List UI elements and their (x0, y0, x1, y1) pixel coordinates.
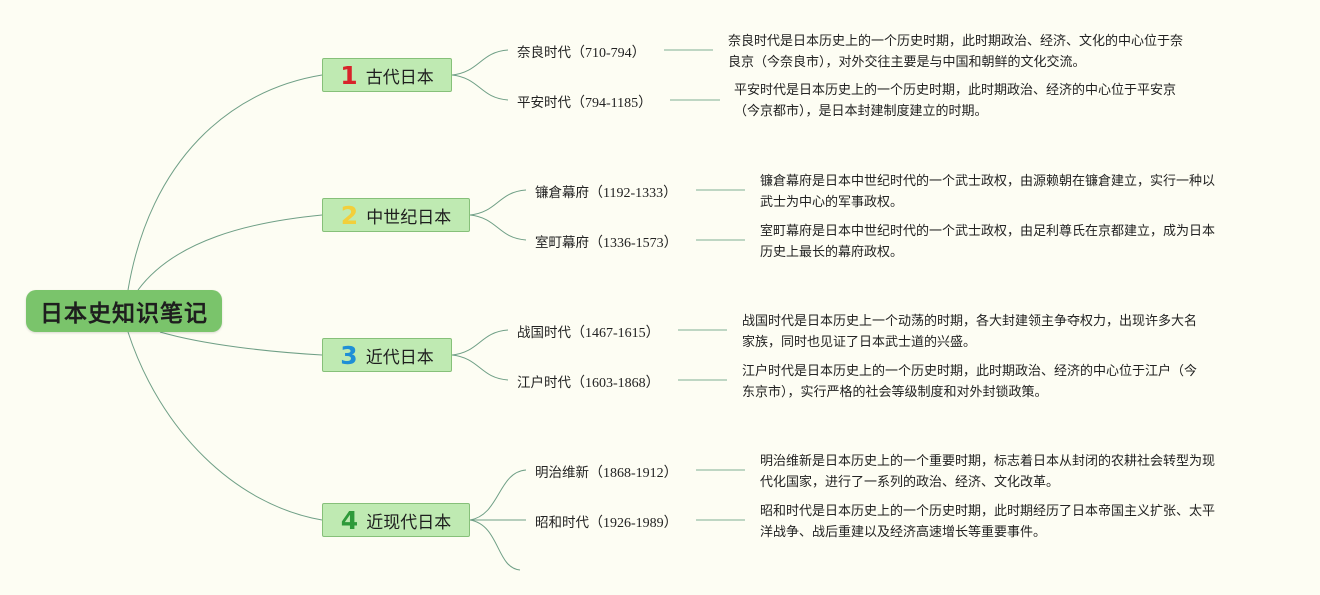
period-node-edo[interactable]: 江户时代（1603-1868） (517, 371, 660, 392)
root-link-1 (127, 74, 323, 291)
number-badge: 2 (340, 200, 359, 230)
period-node-heian[interactable]: 平安时代（794-1185） (517, 91, 652, 112)
desc-line: 历史上最长的幕府政权。 (760, 245, 904, 260)
branch-node-early-modern[interactable]: 3 近代日本 (322, 338, 452, 372)
period-description: 平安时代是日本历史上的一个历史时期，此时期政治、经济的中心位于平安京 （今京都市… (734, 80, 1176, 122)
branch3-link-a (451, 329, 509, 356)
branch-node-medieval[interactable]: 2 中世纪日本 (322, 198, 470, 232)
desc-line: 武士为中心的军事政权。 (760, 195, 904, 210)
desc-line: 洋战争、战后重建以及经济高速增长等重要事件。 (760, 525, 1047, 540)
number-badge: 4 (340, 505, 359, 535)
period-years: （794-1185） (571, 96, 653, 111)
branch-label: 中世纪日本 (366, 207, 452, 228)
branch-label: 近代日本 (365, 347, 434, 368)
root-title: 日本史知识笔记 (40, 301, 208, 327)
branch4-link-c (469, 519, 521, 571)
period-description: 明治维新是日本历史上的一个重要时期，标志着日本从封闭的农耕社会转型为现 代化国家… (760, 451, 1215, 493)
root-link-2 (137, 214, 323, 291)
period-name: 平安时代 (517, 95, 571, 111)
branch-label: 古代日本 (365, 67, 434, 88)
period-node-showa[interactable]: 昭和时代（1926-1989） (535, 511, 678, 532)
period-description: 昭和时代是日本历史上的一个历史时期，此时期经历了日本帝国主义扩张、太平 洋战争、… (760, 501, 1215, 543)
branch-label: 近现代日本 (366, 512, 452, 533)
branch-node-ancient[interactable]: 1 古代日本 (322, 58, 452, 92)
period-name: 战国时代 (517, 325, 571, 341)
branch4-link-a (469, 469, 527, 521)
period-years: （710-794） (571, 46, 646, 61)
desc-line: 良京（今奈良市），对外交往主要是与中国和朝鲜的文化交流。 (728, 55, 1086, 70)
desc-line: 奈良时代是日本历史上的一个历史时期，此时期政治、经济、文化的中心位于奈 (728, 34, 1184, 49)
period-description: 镰倉幕府是日本中世纪时代的一个武士政权，由源赖朝在镰倉建立，实行一种以 武士为中… (760, 171, 1215, 213)
root-link-3 (159, 331, 323, 356)
branch2-link-a (469, 189, 527, 216)
period-description: 江户时代是日本历史上的一个历史时期，此时期政治、经济的中心位于江户（今 东京市）… (742, 361, 1197, 403)
period-name: 明治维新 (535, 465, 589, 481)
branch3-link-b (451, 354, 509, 381)
period-node-meiji[interactable]: 明治维新（1868-1912） (535, 461, 678, 482)
period-name: 镰倉幕府 (535, 185, 589, 201)
period-years: （1603-1868） (571, 376, 660, 391)
period-name: 昭和时代 (535, 515, 589, 531)
branch-node-modern[interactable]: 4 近现代日本 (322, 503, 470, 537)
period-years: （1868-1912） (589, 466, 678, 481)
period-description: 战国时代是日本历史上一个动荡的时期，各大封建领主争夺权力，出现许多大名 家族，同… (742, 311, 1197, 353)
desc-line: 东京市），实行严格的社会等级制度和对外封锁政策。 (742, 385, 1048, 400)
period-name: 奈良时代 (517, 45, 571, 61)
period-name: 江户时代 (517, 375, 571, 391)
period-name: 室町幕府 (535, 235, 589, 251)
desc-line: 昭和时代是日本历史上的一个历史时期，此时期经历了日本帝国主义扩张、太平 (760, 504, 1216, 519)
branch2-link-b (469, 214, 527, 241)
branch1-link-b (451, 74, 509, 101)
period-node-kamakura[interactable]: 镰倉幕府（1192-1333） (535, 181, 677, 202)
period-node-nara[interactable]: 奈良时代（710-794） (517, 41, 646, 62)
period-description: 室町幕府是日本中世纪时代的一个武士政权，由足利尊氏在京都建立，成为日本 历史上最… (760, 221, 1215, 263)
desc-line: 江户时代是日本历史上的一个历史时期，此时期政治、经济的中心位于江户（今 (742, 364, 1198, 379)
root-link-4 (127, 331, 323, 521)
desc-line: 明治维新是日本历史上的一个重要时期，标志着日本从封闭的农耕社会转型为现 (760, 454, 1216, 469)
desc-line: （今京都市），是日本封建制度建立的时期。 (734, 104, 988, 119)
desc-line: 代化国家，进行了一系列的政治、经济、文化改革。 (760, 475, 1060, 490)
period-description: 奈良时代是日本历史上的一个历史时期，此时期政治、经济、文化的中心位于奈 良京（今… (728, 31, 1183, 73)
period-node-sengoku[interactable]: 战国时代（1467-1615） (517, 321, 660, 342)
number-badge: 3 (340, 340, 358, 370)
root-node[interactable]: 日本史知识笔记 (26, 290, 222, 332)
period-years: （1192-1333） (589, 186, 678, 201)
desc-line: 家族，同时也见证了日本武士道的兴盛。 (742, 335, 977, 350)
number-badge: 1 (340, 60, 358, 90)
desc-line: 战国时代是日本历史上一个动荡的时期，各大封建领主争夺权力，出现许多大名 (742, 314, 1198, 329)
desc-line: 镰倉幕府是日本中世纪时代的一个武士政权，由源赖朝在镰倉建立，实行一种以 (760, 174, 1216, 189)
period-node-muromachi[interactable]: 室町幕府（1336-1573） (535, 231, 678, 252)
branch1-link-a (451, 49, 509, 76)
period-years: （1467-1615） (571, 326, 660, 341)
period-years: （1926-1989） (589, 516, 678, 531)
period-years: （1336-1573） (589, 236, 678, 251)
desc-line: 平安时代是日本历史上的一个历史时期，此时期政治、经济的中心位于平安京 (734, 83, 1177, 98)
desc-line: 室町幕府是日本中世纪时代的一个武士政权，由足利尊氏在京都建立，成为日本 (760, 224, 1216, 239)
